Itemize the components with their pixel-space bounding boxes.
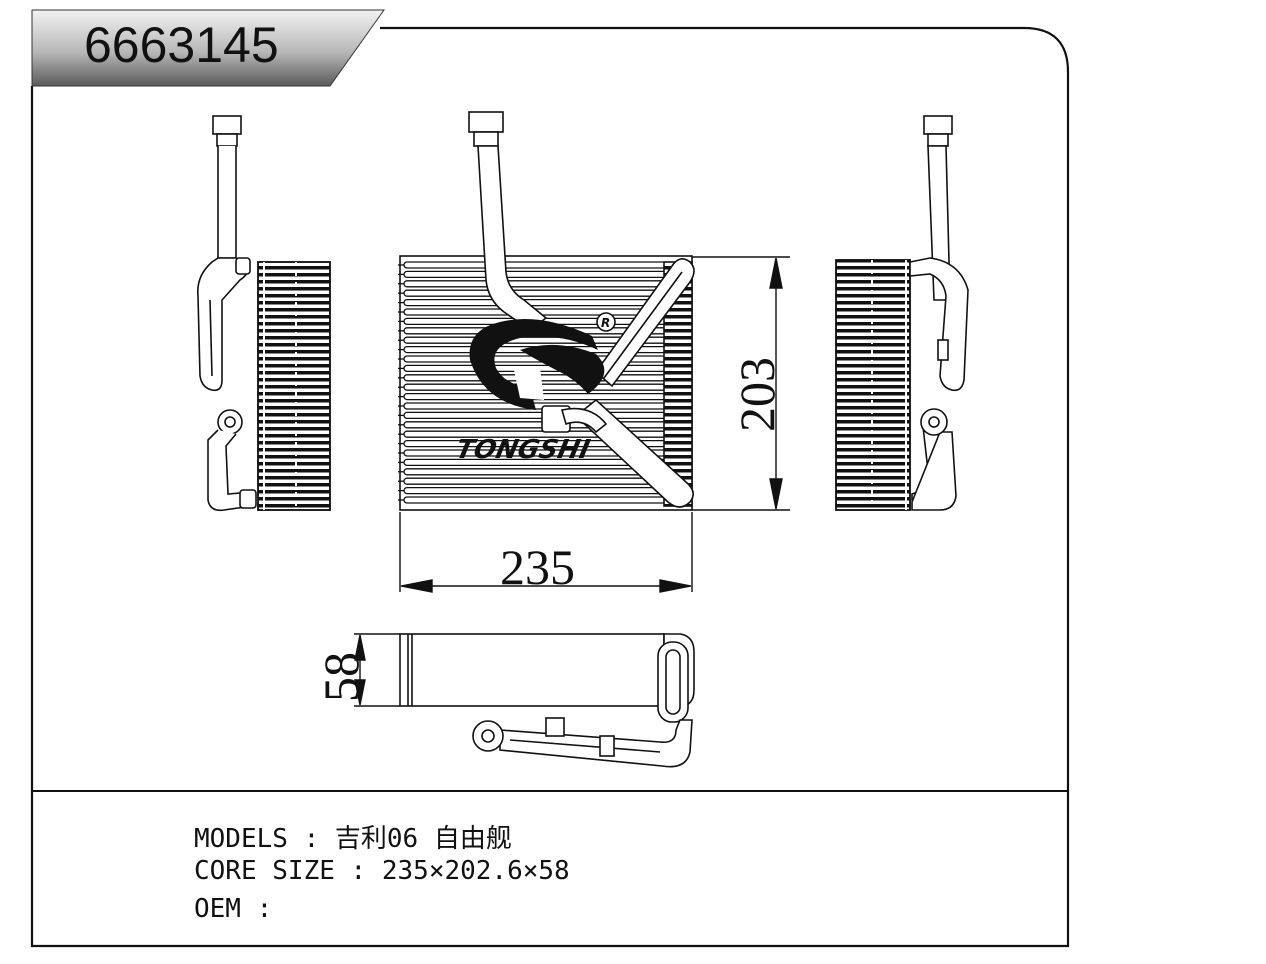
height-dimension <box>692 256 790 511</box>
logo-swirl <box>469 319 598 410</box>
core-size-separator: : <box>350 856 367 886</box>
models-separator: : <box>303 824 320 854</box>
height-dimension-label: 203 <box>729 357 785 432</box>
models-row: MODELS : 吉利06 自由舰 <box>194 818 512 855</box>
width-dimension-label: 235 <box>500 539 575 595</box>
front-view: R <box>398 111 695 511</box>
svg-text:R: R <box>601 316 610 330</box>
left-side-view <box>196 115 331 512</box>
oem-row: OEM : <box>194 894 288 924</box>
core-size-value: 235×202.6×58 <box>381 856 570 886</box>
core-size-label: CORE SIZE <box>194 856 335 886</box>
core-tube <box>403 298 667 307</box>
core-size-row: CORE SIZE : 235×202.6×58 <box>194 856 570 886</box>
core-tube <box>403 477 667 485</box>
core-tube <box>403 289 667 297</box>
core-tube <box>403 468 667 476</box>
depth-dimension-label: 58 <box>313 652 369 702</box>
models-label: MODELS <box>194 824 288 854</box>
oem-separator: : <box>256 894 273 924</box>
core-tube <box>403 486 667 495</box>
oem-label: OEM <box>194 894 241 924</box>
models-value: 吉利06 自由舰 <box>334 824 512 854</box>
core-tube <box>403 496 667 504</box>
outer-frame <box>30 26 1070 948</box>
bottom-view <box>399 633 695 768</box>
right-side-view <box>835 115 969 511</box>
core-tube <box>403 411 667 420</box>
brand-logo-text: TONGSHI <box>453 435 593 465</box>
core-tube <box>403 270 667 279</box>
part-number-tab <box>31 9 385 87</box>
width-dimension <box>399 512 693 593</box>
core-tube <box>403 261 667 269</box>
core-tube <box>403 280 667 288</box>
part-number: 6663145 <box>84 17 279 73</box>
depth-dimension <box>354 633 400 707</box>
